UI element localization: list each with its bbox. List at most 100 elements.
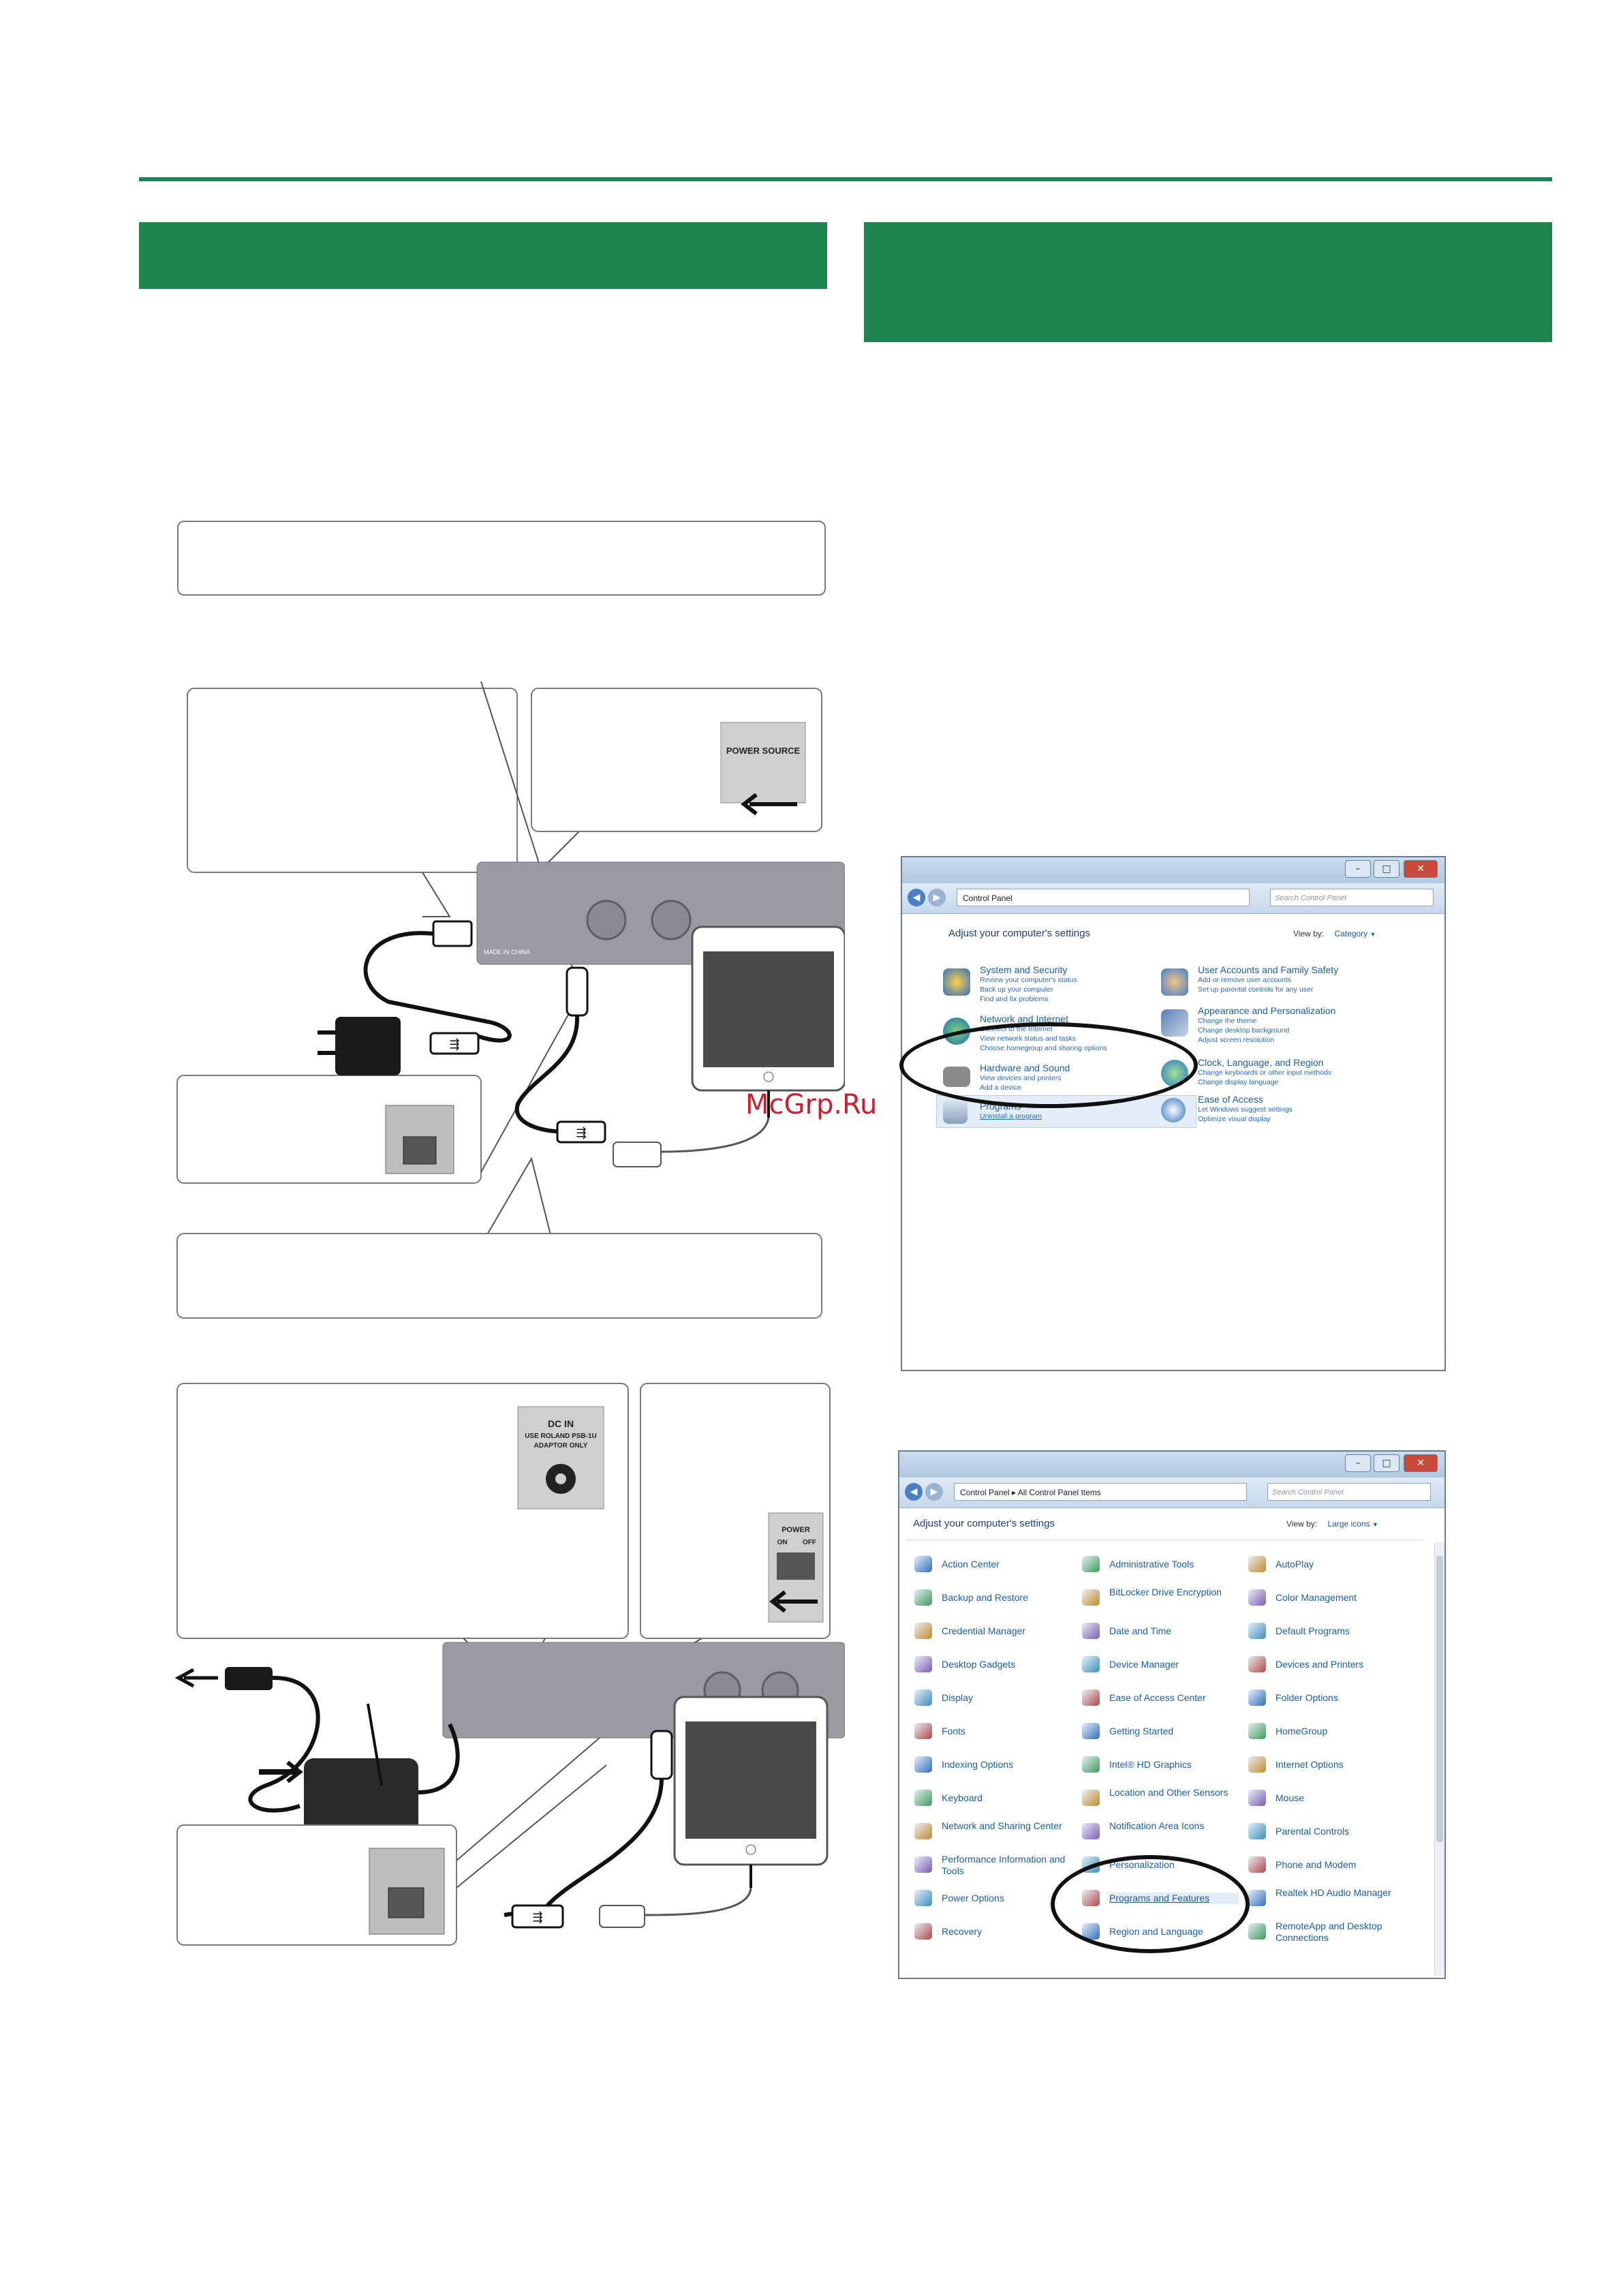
control-panel-item[interactable]: Indexing Options [942, 1759, 1014, 1770]
lightning-adapter [613, 1142, 662, 1167]
control-panel-item[interactable]: Mouse [1276, 1792, 1305, 1803]
usb-a-plug-charger [429, 1032, 480, 1055]
control-panel-item[interactable]: Fonts [942, 1726, 966, 1736]
control-panel-item[interactable]: Internet Options [1276, 1759, 1344, 1770]
category-user-accounts[interactable]: User Accounts and Family Safety Add or r… [1198, 964, 1339, 994]
control-panel-item-icon [1082, 1589, 1100, 1606]
control-panel-item[interactable]: Backup and Restore [942, 1592, 1028, 1603]
control-panel-item[interactable]: Folder Options [1276, 1692, 1338, 1703]
forward-icon[interactable]: ▶ [928, 889, 946, 906]
control-panel-item[interactable]: Credential Manager [942, 1625, 1025, 1636]
window-titlebar-2: – □ ✕ [899, 1452, 1444, 1478]
view-by-dropdown[interactable]: Category [1334, 929, 1368, 938]
control-panel-item[interactable]: Color Management [1276, 1592, 1357, 1603]
control-panel-item[interactable]: Device Manager [1109, 1659, 1179, 1670]
connection-diagram-adapter: DC IN USE ROLAND PSB-1U ADAPTOR ONLY POW… [174, 1383, 845, 1946]
control-panel-item[interactable]: Parental Controls [1276, 1826, 1350, 1837]
made-in-label: MADE IN CHINA [484, 949, 530, 955]
svg-text:OFF: OFF [803, 1539, 816, 1546]
control-panel-item[interactable]: AutoPlay [1276, 1559, 1314, 1570]
minimize-button[interactable]: – [1345, 860, 1371, 878]
control-panel-window-category: – □ ✕ ◀ ▶ Control Panel Search Control P… [901, 856, 1446, 1371]
callout-tablet-cable [176, 1233, 822, 1319]
control-panel-item[interactable]: HomeGroup [1276, 1726, 1328, 1736]
close-button[interactable]: ✕ [1404, 1454, 1438, 1472]
maximize-button[interactable]: □ [1374, 860, 1400, 878]
address-bar-2: ◀ ▶ Control Panel ▸ All Control Panel It… [899, 1478, 1444, 1508]
power-source-label: POWER SOURCE [726, 746, 801, 756]
control-panel-item-icon [1082, 1790, 1100, 1806]
control-panel-item-icon [914, 1556, 932, 1572]
users-icon [1161, 968, 1188, 996]
control-panel-item[interactable]: Devices and Printers [1276, 1659, 1364, 1670]
control-panel-item-icon [1248, 1856, 1266, 1873]
address-bar: ◀ ▶ Control Panel Search Control Panel [902, 883, 1444, 914]
control-panel-item[interactable]: Network and Sharing Center [942, 1820, 1062, 1831]
control-panel-item[interactable]: Realtek HD Audio Manager [1276, 1887, 1391, 1898]
ease-of-access-icon [1161, 1098, 1186, 1122]
category-clock-language[interactable]: Clock, Language, and Region Change keybo… [1198, 1057, 1332, 1086]
control-panel-item[interactable]: Performance Information and Tools [942, 1854, 1066, 1876]
maximize-button[interactable]: □ [1374, 1454, 1400, 1472]
window-titlebar: – □ ✕ [902, 857, 1444, 883]
control-panel-item[interactable]: Keyboard [942, 1792, 983, 1803]
page-heading: Adjust your computer's settings [913, 1518, 1055, 1529]
highlight-oval-programs-features [1051, 1855, 1250, 1953]
control-panel-item[interactable]: Intel® HD Graphics [1109, 1759, 1192, 1770]
scrollbar-thumb[interactable] [1436, 1556, 1443, 1842]
control-panel-item-icon [914, 1790, 932, 1806]
control-panel-item[interactable]: Power Options [942, 1893, 1004, 1903]
chevron-down-icon: ▼ [1370, 931, 1376, 938]
control-panel-item[interactable]: Administrative Tools [1109, 1559, 1194, 1570]
control-panel-item[interactable]: Desktop Gadgets [942, 1659, 1016, 1670]
category-system-security[interactable]: System and Security Review your computer… [980, 964, 1077, 1003]
control-panel-item[interactable]: Getting Started [1109, 1726, 1174, 1736]
control-panel-item-icon [914, 1623, 932, 1639]
control-panel-item-icon [1082, 1656, 1100, 1672]
svg-text:USE ROLAND PSB-1U: USE ROLAND PSB-1U [525, 1433, 597, 1440]
forward-icon[interactable]: ▶ [925, 1483, 943, 1501]
note-box [177, 521, 826, 596]
control-panel-item[interactable]: RemoteApp and Desktop Connections [1276, 1920, 1382, 1943]
search-input[interactable]: Search Control Panel [1270, 889, 1434, 906]
highlight-oval-programs [899, 1022, 1198, 1108]
control-panel-item-icon [1248, 1689, 1266, 1706]
ac-plug [225, 1667, 273, 1690]
control-panel-item[interactable]: BitLocker Drive Encryption [1109, 1587, 1222, 1597]
control-panel-item[interactable]: Location and Other Sensors [1109, 1787, 1228, 1798]
window-content-2: Adjust your computer's settings View by:… [899, 1508, 1444, 1978]
svg-text:⇶: ⇶ [576, 1126, 586, 1140]
control-panel-item[interactable]: Action Center [942, 1559, 1000, 1570]
category-ease-of-access[interactable]: Ease of Access Let Windows suggest setti… [1198, 1094, 1293, 1123]
callout-dc-in [176, 1383, 629, 1639]
control-panel-item[interactable]: Notification Area Icons [1109, 1820, 1205, 1831]
vertical-scrollbar[interactable] [1434, 1542, 1444, 1976]
shield-icon [943, 968, 970, 996]
back-icon[interactable]: ◀ [905, 1483, 923, 1501]
control-panel-item-icon [1082, 1623, 1100, 1639]
control-panel-item[interactable]: Ease of Access Center [1109, 1692, 1206, 1703]
control-panel-item-icon [1082, 1556, 1100, 1572]
svg-text:POWER: POWER [782, 1526, 810, 1534]
address-field[interactable]: Control Panel [957, 889, 1250, 906]
minimize-button[interactable]: – [1345, 1454, 1371, 1472]
back-icon[interactable]: ◀ [908, 889, 925, 906]
top-rule [139, 177, 1552, 181]
address-field[interactable]: Control Panel ▸ All Control Panel Items [954, 1483, 1247, 1501]
close-button[interactable]: ✕ [1404, 860, 1438, 878]
control-panel-item[interactable]: Display [942, 1692, 973, 1703]
control-panel-item[interactable]: Phone and Modem [1276, 1859, 1357, 1870]
category-appearance[interactable]: Appearance and Personalization Change th… [1198, 1005, 1336, 1044]
control-panel-item-icon [914, 1890, 932, 1906]
control-panel-item[interactable]: Date and Time [1109, 1625, 1172, 1636]
view-by-dropdown[interactable]: Large icons [1327, 1519, 1370, 1529]
control-panel-item[interactable]: Default Programs [1276, 1625, 1350, 1636]
usb-ac-adapter [335, 1017, 401, 1075]
right-section-header [864, 222, 1552, 342]
usb-a-plug [556, 1120, 606, 1144]
control-panel-item-icon [1248, 1790, 1266, 1806]
view-by: View by: Large icons ▼ [1286, 1519, 1378, 1529]
control-panel-item[interactable]: Recovery [942, 1926, 983, 1937]
search-input[interactable]: Search Control Panel [1267, 1483, 1431, 1501]
left-section-header [139, 222, 827, 289]
